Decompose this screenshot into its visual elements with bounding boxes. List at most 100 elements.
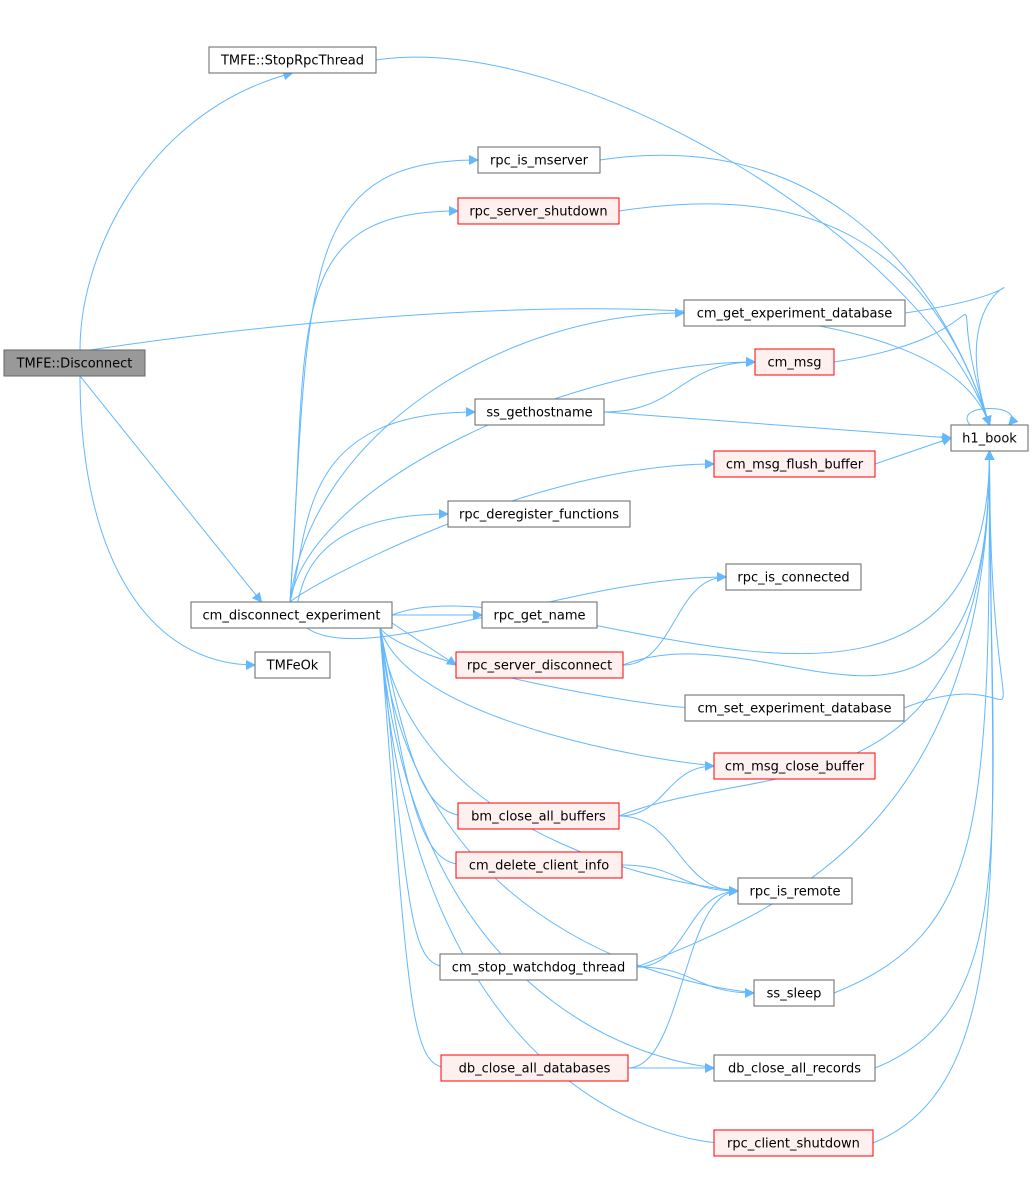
edge-rpcserverdisc-to-h1book [622, 450, 995, 677]
edge-cmdisc-to-dbcloseall [379, 627, 452, 1073]
node-label: rpc_is_mserver [490, 154, 589, 169]
edge-cmdisc-to-rpcservershutdown [289, 206, 459, 603]
node-cmmsg[interactable]: cm_msg [754, 348, 835, 376]
edge-disconnect-to-tmfeok [79, 375, 256, 670]
node-sssleep[interactable]: ss_sleep [753, 979, 835, 1007]
edge-cmdisc-to-cmgetexpdb [289, 308, 685, 603]
node-label: cm_delete_client_info [469, 859, 609, 874]
node-cmmsgflush[interactable]: cm_msg_flush_buffer [713, 450, 876, 478]
node-label: h1_book [962, 432, 1017, 447]
edge-bmcloseall-to-rpcisremote [618, 815, 739, 896]
edge-cmmsgflush-to-h1book [874, 436, 952, 465]
node-ssgethostname[interactable]: ss_gethostname [474, 398, 605, 426]
node-label: rpc_deregister_functions [459, 508, 619, 523]
node-box [474, 398, 605, 426]
edge-disconnect-to-stoprpc [79, 70, 294, 351]
node-rpcisremote[interactable]: rpc_is_remote [737, 877, 853, 905]
edge-cmdisc-to-dbcloserecords [379, 627, 725, 1073]
node-cmdisc[interactable]: cm_disconnect_experiment [190, 601, 393, 629]
edge-cmdisc-to-rpcserverdisc [391, 622, 457, 666]
node-box [477, 146, 601, 174]
node-box [753, 979, 835, 1007]
node-dbcloserecords[interactable]: db_close_all_records [713, 1054, 876, 1082]
node-h1book[interactable]: h1_book [950, 424, 1029, 452]
node-box [713, 1129, 874, 1157]
node-rpcdereg[interactable]: rpc_deregister_functions [447, 500, 631, 528]
node-rpcservershutdown[interactable]: rpc_server_shutdown [457, 197, 620, 225]
edge-cmdisc-to-cmmsg [289, 357, 756, 603]
node-box [447, 500, 631, 528]
edge-disconnect-to-cmdisc [79, 375, 263, 603]
edge-cmgetexpdb-to-h1book [904, 287, 1005, 426]
node-rpcserverdisc[interactable]: rpc_server_disconnect [455, 651, 624, 679]
node-box [754, 348, 835, 376]
node-box [683, 299, 906, 327]
edge-disconnect-to-h1book [89, 308, 992, 426]
node-box [713, 752, 876, 780]
node-box [208, 46, 377, 74]
edge-cmdisc-to-h1book [391, 450, 995, 655]
node-disconnect[interactable]: TMFE::Disconnect [3, 349, 146, 377]
edge-cmdelclient-to-rpcisremote [621, 864, 739, 896]
node-label: TMFeOk [266, 659, 319, 674]
edge-sssleep-to-h1book [833, 450, 995, 994]
node-box [254, 651, 331, 679]
nodes: TMFE::Disconnect TMFE::StopRpcThreadcm_di… [3, 46, 1029, 1157]
node-label: cm_disconnect_experiment [203, 609, 381, 624]
node-rpcgetname[interactable]: rpc_get_name [481, 601, 598, 629]
edge-cmstopwd-to-rpcisremote [636, 886, 739, 968]
node-cmgetexpdb[interactable]: cm_get_experiment_database [683, 299, 906, 327]
edge-cmdisc-to-rpcisremote [379, 627, 749, 896]
node-box [455, 651, 624, 679]
node-label: cm_set_experiment_database [697, 702, 891, 717]
node-rpcclientshutdown[interactable]: rpc_client_shutdown [713, 1129, 874, 1157]
edge-dbcloseall-to-rpcisremote [627, 886, 739, 1069]
node-cmsetexpdb[interactable]: cm_set_experiment_database [684, 694, 905, 722]
edge-cmstopwd-to-sssleep [636, 966, 755, 998]
node-cmmsgclose[interactable]: cm_msg_close_buffer [713, 752, 876, 780]
node-label: cm_msg_flush_buffer [726, 458, 864, 473]
node-box [455, 851, 623, 879]
node-tmfeok[interactable]: TMFeOk [254, 651, 331, 679]
edge-cmdisc-to-rpcdereg [289, 509, 449, 608]
edge-cmdisc-to-cmsetexpdb [379, 627, 696, 713]
node-label: cm_stop_watchdog_thread [452, 961, 626, 976]
node-box [684, 694, 905, 722]
edge-bmcloseall-to-h1book [618, 450, 995, 817]
node-label: db_close_all_records [728, 1062, 861, 1077]
node-label: cm_msg_close_buffer [725, 760, 865, 775]
node-dbcloseall[interactable]: db_close_all_databases [440, 1054, 629, 1082]
node-box [457, 802, 620, 830]
node-label: db_close_all_databases [459, 1062, 611, 1077]
edge-cmdisc-to-bmcloseall [379, 627, 469, 821]
node-label: rpc_client_shutdown [727, 1137, 860, 1152]
node-stoprpc[interactable]: TMFE::StopRpcThread [208, 46, 377, 74]
node-box [440, 1054, 629, 1082]
node-label: TMFE::StopRpcThread [220, 54, 364, 69]
node-rpcismserver[interactable]: rpc_is_mserver [477, 146, 601, 174]
node-box [737, 877, 853, 905]
node-box [713, 1054, 876, 1082]
edge-bmcloseall-to-cmmsgclose [618, 761, 715, 817]
edge-cmdisc-to-cmstopwd [379, 627, 451, 972]
edge-ssgethostname-to-h1book [603, 411, 952, 443]
edge-cmdisc-to-sssleep [379, 627, 765, 998]
node-label: cm_msg [768, 356, 822, 371]
edge-cmdisc-to-rpcisconnected [289, 572, 727, 640]
edge-cmdisc-to-cmmsgflush [289, 459, 715, 603]
node-box [725, 563, 862, 591]
node-rpcisconnected[interactable]: rpc_is_connected [725, 563, 862, 591]
node-bmcloseall[interactable]: bm_close_all_buffers [457, 802, 620, 830]
node-cmdelclient[interactable]: cm_delete_client_info [455, 851, 623, 879]
node-cmstopwd[interactable]: cm_stop_watchdog_thread [439, 953, 638, 981]
node-box [481, 601, 598, 629]
node-box [190, 601, 393, 629]
node-label: rpc_server_shutdown [469, 205, 607, 220]
node-box [3, 349, 146, 377]
node-box [950, 424, 1029, 452]
edge-dbcloserecords-to-h1book [874, 450, 995, 1069]
edge-cmdisc-to-rpcismserver [289, 155, 479, 603]
edge-ssgethostname-to-cmmsg [603, 357, 756, 413]
edge-stoprpc-to-h1book [375, 56, 992, 426]
